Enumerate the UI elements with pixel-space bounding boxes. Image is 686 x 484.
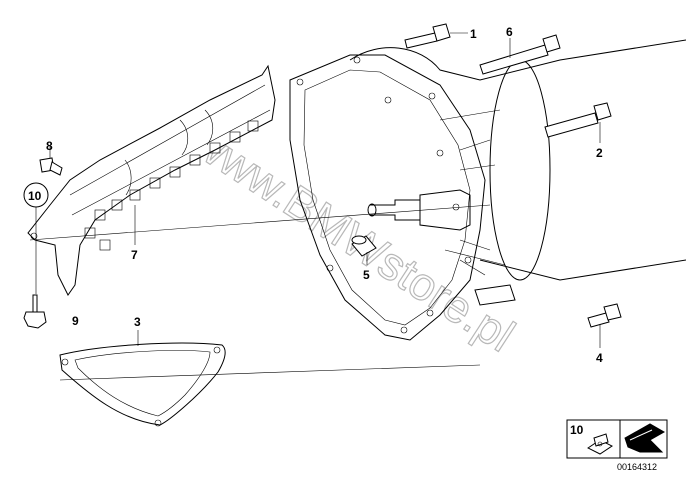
transmission-housing — [289, 39, 686, 341]
part-5-sleeve — [351, 235, 377, 257]
callout-5: 5 — [363, 268, 370, 282]
part-7-heat-shield — [27, 64, 276, 296]
part-2-bolt — [544, 102, 612, 138]
clip-nut-icon — [587, 433, 613, 455]
callout-3: 3 — [134, 315, 141, 329]
callouts: 1 6 2 4 5 7 8 9 3 10 — [23, 25, 603, 365]
legend-box-number: 10 — [570, 423, 584, 437]
part-4-bolt — [587, 303, 622, 328]
callout-10: 10 — [28, 189, 42, 203]
part-8-bolt — [39, 157, 63, 176]
callout-2: 2 — [596, 146, 603, 160]
callout-10-circle — [23, 182, 49, 208]
document-number: 00164312 — [617, 462, 657, 472]
part-1-bolt — [404, 23, 451, 49]
legend-box: 10 — [566, 419, 668, 459]
arrow-icon — [624, 423, 666, 453]
part-3-cover — [59, 342, 226, 427]
leader-lines — [29, 32, 601, 381]
part-9-screw — [23, 294, 47, 329]
callout-8: 8 — [46, 139, 53, 153]
callout-1: 1 — [470, 27, 477, 41]
callout-9: 9 — [72, 314, 79, 328]
part-6-bolt — [479, 34, 561, 75]
callout-6: 6 — [506, 25, 513, 39]
callout-7: 7 — [131, 248, 138, 262]
callout-4: 4 — [596, 351, 603, 365]
